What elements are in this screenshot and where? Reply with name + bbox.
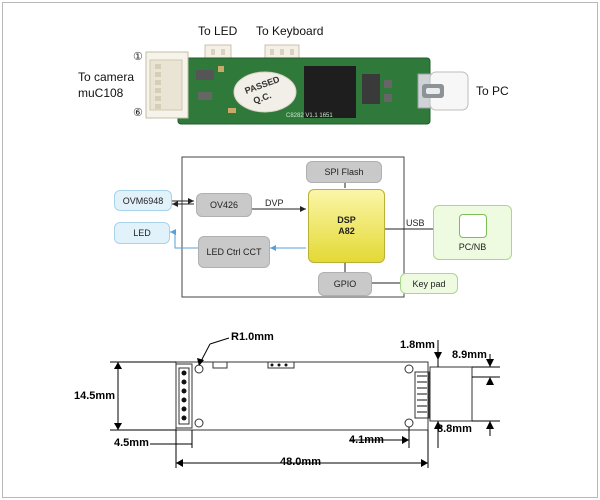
pcb-photo-drawing — [145, 44, 469, 125]
to-pc-label: To PC — [476, 84, 509, 98]
camera-model-label: muC108 — [78, 86, 124, 100]
pin1-marker: ① — [133, 51, 143, 63]
dim-14-5: 14.5mm — [74, 390, 115, 402]
dim-4-1: 4.1mm — [349, 434, 384, 446]
block-led: LED — [114, 222, 170, 244]
plug-outline — [429, 366, 473, 422]
to-led-label: To LED — [198, 24, 238, 38]
to-keyboard-label: To Keyboard — [256, 24, 324, 38]
dsp-line1: DSP — [337, 215, 356, 225]
connector-outline — [175, 363, 193, 429]
block-ov426: OV426 — [196, 193, 252, 217]
block-dsp: DSP A82 — [308, 189, 385, 263]
block-led-ctrl: LED Ctrl CCT — [198, 236, 270, 268]
block-spi-flash: SPI Flash — [306, 161, 382, 183]
block-gpio: GPIO — [318, 272, 372, 296]
mount-hole-tl — [194, 364, 204, 374]
dim-4-5: 4.5mm — [114, 437, 149, 449]
module-boundary — [181, 156, 405, 298]
edge-label-usb: USB — [406, 218, 425, 228]
silkscreen-text: C8282 V1.1 1651 — [286, 113, 333, 119]
qc-sticker — [233, 71, 297, 113]
pin6-marker: ⑥ — [133, 107, 143, 119]
to-camera-label: To camera — [78, 70, 135, 84]
edge-ledctrl-led — [170, 229, 198, 249]
block-diagram-lines — [170, 156, 433, 298]
block-keypad: Key pad — [400, 273, 458, 294]
dim-8-8: 8.8mm — [437, 423, 472, 435]
dim-48: 48.0mm — [280, 456, 321, 468]
dim-8-9: 8.9mm — [452, 349, 487, 361]
dim-1-8: 1.8mm — [400, 339, 435, 351]
dim-r10: R1.0mm — [231, 331, 274, 343]
dsp-line2: A82 — [338, 226, 355, 236]
mount-hole-bl — [194, 418, 204, 428]
board-outline — [175, 361, 429, 431]
edge-label-dvp: DVP — [265, 198, 284, 208]
pc-label: PC/NB — [458, 241, 487, 252]
pc-icon — [458, 213, 487, 238]
mount-hole-tr — [404, 364, 414, 374]
block-ovm6948: OVM6948 — [114, 190, 172, 211]
leader-r10 — [209, 337, 230, 345]
mount-hole-br — [404, 418, 414, 428]
block-pc: PC/NB — [433, 205, 512, 260]
main-chip — [304, 66, 356, 118]
